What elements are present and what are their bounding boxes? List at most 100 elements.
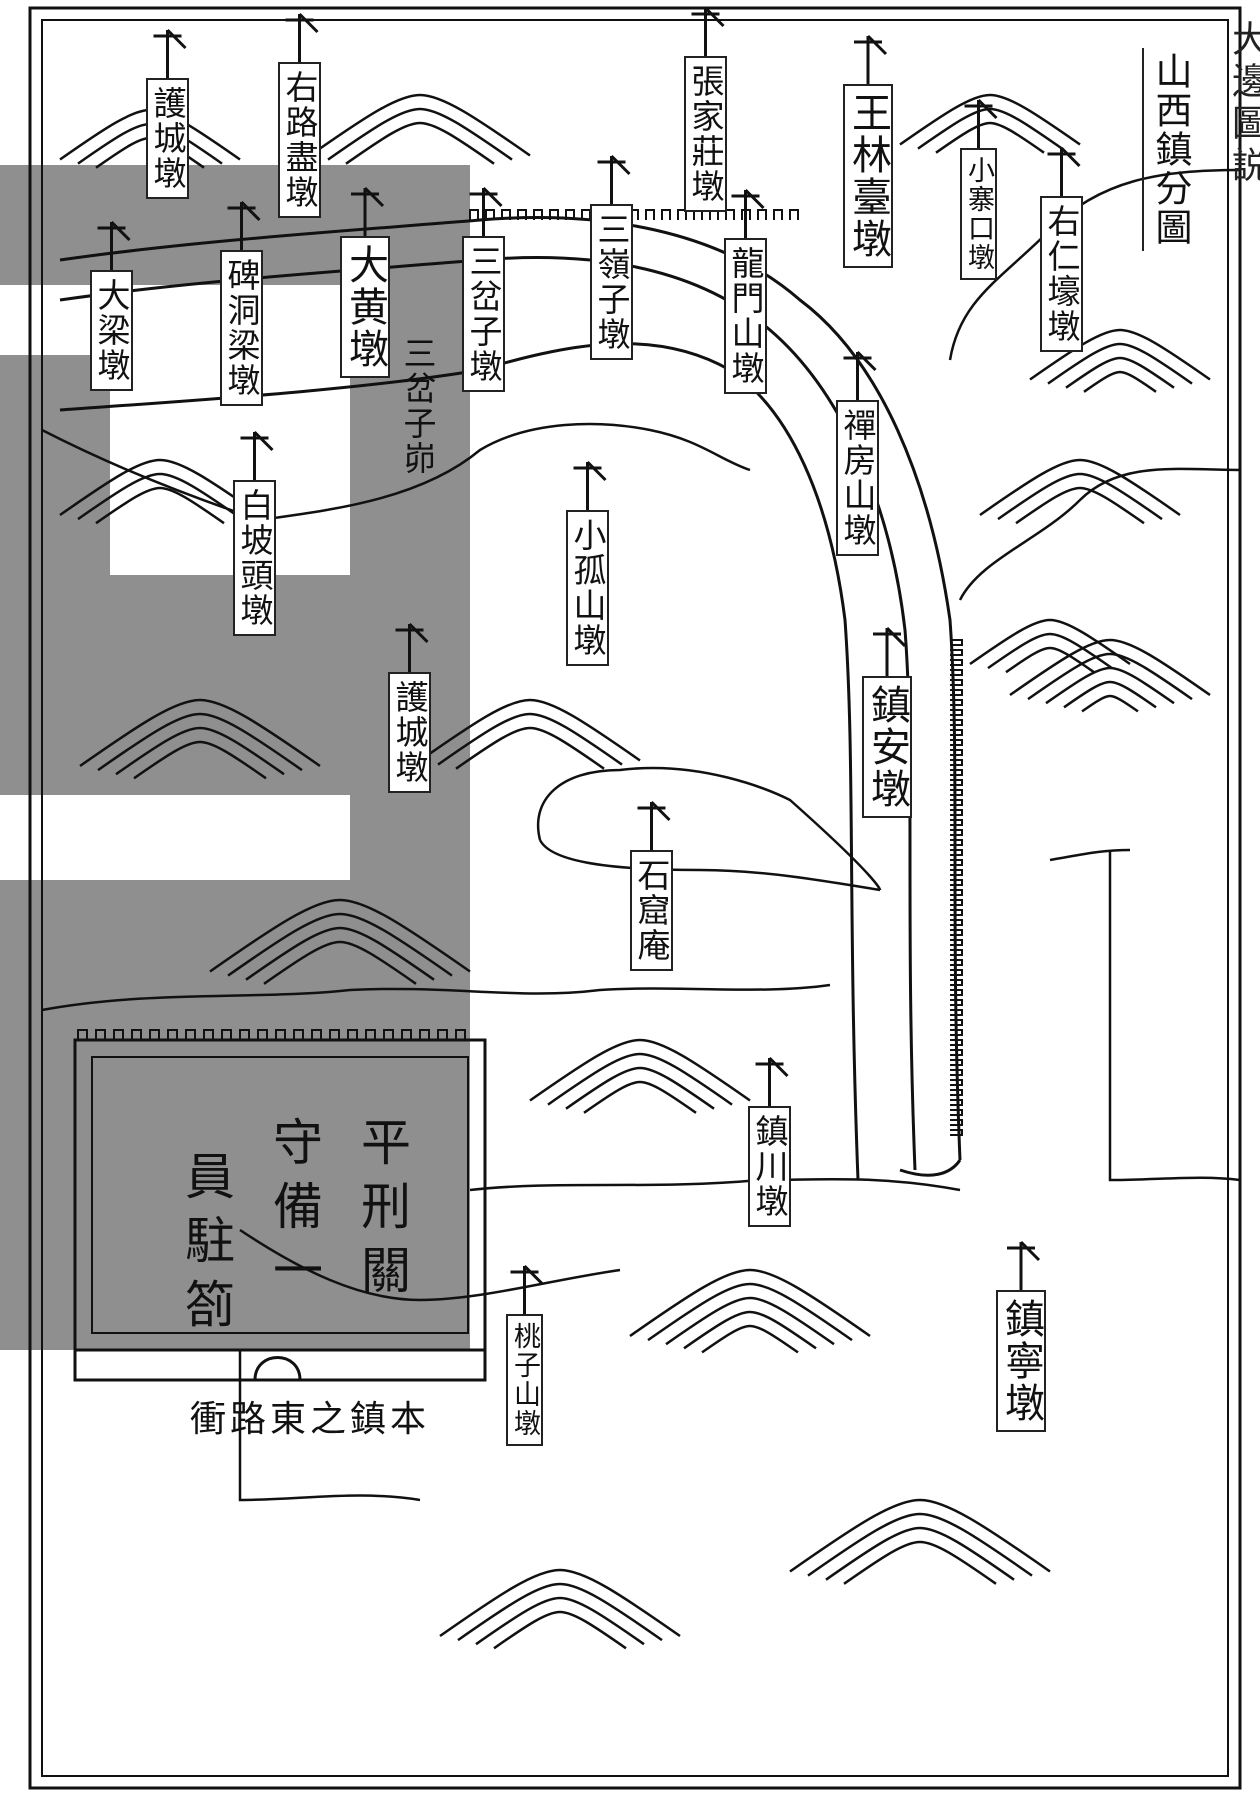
wall-crenel: [950, 839, 963, 846]
mountain-ridge: [987, 632, 1113, 670]
wall-crenel: [950, 1019, 963, 1026]
wall-crenel: [950, 1049, 963, 1056]
wall-crenel: [950, 879, 963, 886]
tower-label-yourenhao: 右仁壕墩: [1040, 196, 1083, 352]
tower-label-sanlingzi: 三嶺子墩: [590, 204, 633, 360]
flag-icon: [843, 350, 877, 400]
wall-crenel: [950, 1129, 963, 1136]
wall-crenel: [950, 1059, 963, 1066]
mountain-ridge: [665, 1296, 835, 1346]
mountain-ridge: [1005, 646, 1095, 674]
tower-label-chanfangshan: 禪房山墩: [836, 400, 879, 556]
flag-icon: [1007, 1240, 1041, 1290]
wall-crenel: [950, 1099, 963, 1106]
wall-crenel: [549, 209, 559, 220]
wall-crenel: [677, 209, 687, 220]
mountain-ridge: [457, 1582, 663, 1642]
wall-crenel: [950, 1089, 963, 1096]
wall-crenel: [950, 979, 963, 986]
wall-crenel: [950, 959, 963, 966]
tower-label-zhangjiazhuang: 張家莊墩: [684, 56, 727, 212]
tower-label-daliang: 大梁墩: [90, 270, 133, 391]
wall-crenel: [469, 209, 479, 220]
wall-crenel: [950, 899, 963, 906]
mountain-ridge: [899, 93, 1081, 146]
flag-icon: [731, 188, 765, 238]
flag-icon: [1047, 146, 1081, 196]
tower-label-zhenchuan: 鎮川墩: [748, 1106, 791, 1227]
wall-crenel: [950, 1039, 963, 1046]
mountain-ridge: [1027, 652, 1193, 701]
map-title: 山西鎮分圖: [1142, 48, 1197, 251]
mountain-ridge: [565, 1066, 715, 1110]
fortress-crenels: [77, 1029, 466, 1040]
fortress-crenel: [113, 1029, 124, 1040]
wall-crenel: [950, 889, 963, 896]
fortress-crenel: [77, 1029, 88, 1040]
fortress-gate: [73, 1038, 487, 1382]
wall-crenel: [565, 209, 575, 220]
tower-label-dahuang: 大黄墩: [340, 236, 390, 378]
wall-crenel: [950, 679, 963, 686]
mountain-ranges: [59, 93, 1211, 1650]
wall-crenel: [950, 799, 963, 806]
mountain-ridge: [95, 486, 225, 525]
edge-title-fragment: 大邊圖説: [1226, 20, 1260, 188]
flag-icon: [351, 186, 385, 236]
flag-icon: [637, 800, 671, 850]
wall-crenel: [950, 949, 963, 956]
wall-crenel: [950, 989, 963, 996]
tower-label-shikuan: 石窟庵: [630, 850, 673, 971]
wall-crenel: [950, 789, 963, 796]
wall-crenel: [501, 209, 511, 220]
mountain-ridge: [917, 107, 1063, 150]
flag-icon: [227, 200, 261, 250]
flag-icon: [469, 186, 503, 236]
mountain-ridge: [825, 1526, 1015, 1581]
flag-icon: [755, 1056, 789, 1106]
wall-crenel: [725, 209, 735, 220]
wall-crenel: [950, 749, 963, 756]
fortress-crenel: [203, 1029, 214, 1040]
mountain-ridge: [97, 712, 303, 772]
wall-crenel: [950, 939, 963, 946]
wall-crenel: [950, 739, 963, 746]
wall-crenel: [661, 209, 671, 220]
wall-crenel: [950, 1119, 963, 1126]
mountain-ridge: [245, 926, 435, 981]
fortress-crenel: [347, 1029, 358, 1040]
tower-label-hucheng-south: 護城墩: [388, 672, 431, 793]
wall-crenel: [950, 849, 963, 856]
wall-crenel: [950, 779, 963, 786]
mountain-ridge: [437, 712, 623, 766]
mountain-ridge: [345, 121, 495, 165]
fortress-crenel: [167, 1029, 178, 1040]
mountain-ridge: [263, 940, 417, 985]
fortress-crenel: [437, 1029, 448, 1040]
wall-crenel: [950, 649, 963, 656]
tower-flags: [97, 6, 1081, 1314]
wall-crenel: [950, 699, 963, 706]
fortress-crenel: [95, 1029, 106, 1040]
wall-crenel: [950, 859, 963, 866]
wall-crenel: [950, 1109, 963, 1116]
wall-crenel: [485, 209, 495, 220]
mountain-ridge: [701, 1324, 799, 1354]
mountain-ridge: [1083, 370, 1157, 393]
mountain-ridge: [629, 1268, 871, 1338]
mountain-ridge: [1029, 328, 1211, 381]
wall-crenel: [950, 689, 963, 696]
wall-crenel: [950, 729, 963, 736]
wall-crenel: [950, 809, 963, 816]
fortress-crenel: [131, 1029, 142, 1040]
fortress-crenel: [383, 1029, 394, 1040]
wall-crenel: [789, 209, 799, 220]
tower-label-sanchazi: 三岔子墩: [462, 236, 505, 392]
tower-label-zhenan: 鎮安墩: [862, 676, 912, 818]
mountain-ridge: [843, 1540, 997, 1585]
mountain-ridge: [1081, 694, 1139, 713]
wall-crenel: [950, 909, 963, 916]
flag-icon: [597, 154, 631, 204]
fortress-note: 本鎮之東路衝: [190, 1399, 431, 1440]
